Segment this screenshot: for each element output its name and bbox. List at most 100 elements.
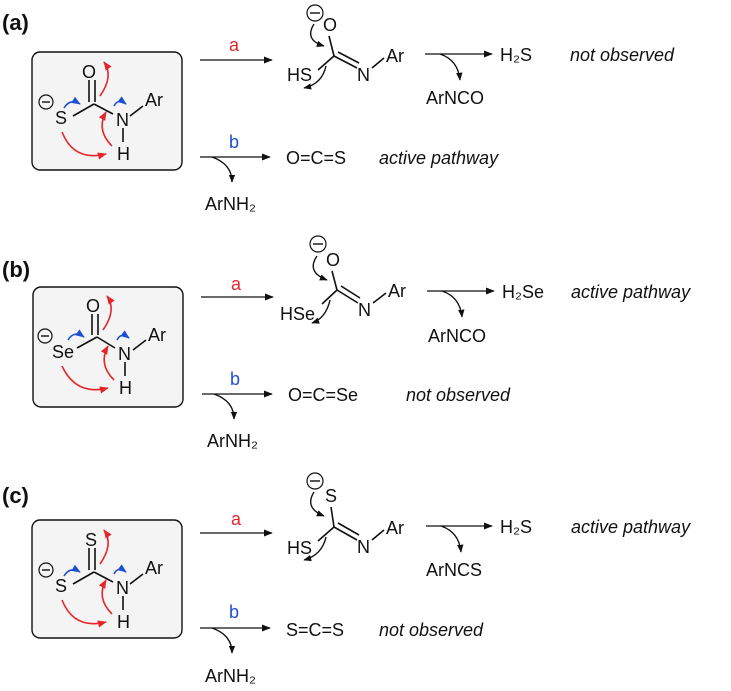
path-a-status: active pathway	[571, 282, 691, 302]
bond	[336, 289, 359, 304]
negative-charge-icon	[38, 94, 54, 110]
atom-h: H	[117, 612, 130, 632]
bond	[129, 573, 144, 585]
path-b-byproduct: ArNH₂	[207, 431, 258, 451]
electron-push-icon	[310, 23, 325, 47]
atom-left: HS	[287, 65, 312, 85]
electron-push-red-icon	[61, 599, 107, 628]
electron-push-blue-icon	[67, 329, 85, 341]
panel-label: (c)	[2, 483, 29, 508]
bond	[331, 270, 338, 291]
atom-ar: Ar	[148, 325, 166, 345]
electron-push-blue-icon	[63, 564, 81, 577]
bond	[76, 336, 98, 349]
reactant-box: O S N H Ar	[31, 51, 183, 171]
bond	[317, 526, 335, 542]
bond	[93, 571, 114, 583]
electron-push-blue-icon	[113, 564, 127, 575]
elimination-arrow-icon	[211, 156, 236, 183]
atom-n: N	[358, 300, 371, 320]
atom-x: Se	[52, 342, 74, 362]
intermediate-a: O HSe N Ar	[280, 235, 406, 324]
path-a-product: H₂S	[500, 45, 532, 65]
elimination-arrow-icon	[211, 627, 236, 654]
atom-top: O	[86, 296, 100, 316]
bond	[72, 103, 95, 117]
electron-push-red-icon	[100, 345, 115, 381]
atom-top: O	[326, 250, 340, 270]
bond	[371, 529, 385, 541]
electron-push-red-icon	[99, 529, 112, 565]
path-b-letter: b	[229, 602, 239, 622]
path-a-byproduct: ArNCS	[426, 560, 482, 580]
negative-charge-icon	[37, 328, 53, 344]
panel-label: (a)	[2, 10, 29, 35]
atom-h: H	[117, 144, 130, 164]
electron-push-red-icon	[98, 579, 113, 615]
path-b-product: S=C=S	[286, 620, 344, 640]
elimination-arrow-icon	[213, 393, 238, 420]
bond	[337, 522, 360, 536]
electron-push-icon	[303, 536, 327, 562]
reactant-box: O Se N H Ar	[32, 286, 184, 408]
atom-left: HSe	[280, 304, 315, 324]
bond	[317, 55, 335, 71]
atom-left: HS	[287, 538, 312, 558]
path-b-status: not observed	[406, 385, 511, 405]
atom-ar: Ar	[145, 90, 163, 110]
bond	[330, 506, 335, 528]
elimination-arrow-icon	[439, 53, 463, 81]
atom-top: O	[323, 15, 337, 35]
atom-n: N	[116, 578, 129, 598]
bond	[340, 285, 361, 299]
path-b-letter: b	[229, 132, 239, 152]
path-b-status: active pathway	[379, 148, 499, 168]
path-b-byproduct: ArNH₂	[205, 666, 256, 686]
bond	[333, 55, 358, 69]
bond	[72, 571, 95, 585]
path-a-letter: a	[229, 35, 240, 55]
path-b-status: not observed	[379, 620, 484, 640]
intermediate-a: O HS N Ar	[287, 4, 404, 90]
electron-push-red-icon	[102, 295, 115, 331]
bond	[371, 57, 385, 69]
bond	[129, 105, 144, 117]
bond	[328, 35, 335, 57]
panel-label: (b)	[2, 257, 30, 282]
electron-push-red-icon	[61, 131, 107, 160]
atom-top: S	[85, 530, 97, 550]
elimination-arrow-icon	[440, 525, 464, 553]
electron-push-red-icon	[61, 365, 109, 394]
bond	[372, 292, 387, 304]
negative-charge-icon	[38, 562, 54, 578]
panel-b: (b) O Se N H Ar a	[2, 235, 691, 451]
bond	[333, 526, 358, 541]
bond	[93, 103, 114, 115]
elimination-arrow-icon	[441, 290, 465, 318]
negative-charge-icon	[306, 472, 324, 490]
path-b-product: O=C=Se	[288, 385, 358, 405]
electron-push-icon	[310, 491, 325, 517]
electron-push-blue-icon	[113, 96, 127, 107]
atom-ar: Ar	[145, 558, 163, 578]
path-a-byproduct: ArNCO	[428, 326, 486, 346]
atom-n: N	[116, 110, 129, 130]
panel-a: (a) O S N H Ar	[2, 4, 675, 214]
atom-n: N	[357, 537, 370, 557]
atom-n: N	[118, 344, 131, 364]
bond	[337, 51, 360, 64]
reactant-box: S S N H Ar	[31, 519, 183, 639]
bond	[321, 289, 338, 305]
atom-n: N	[357, 65, 370, 85]
atom-x: S	[55, 108, 67, 128]
atom-ar: Ar	[386, 46, 404, 66]
atom-ar: Ar	[386, 518, 404, 538]
panel-c: (c) S S N H Ar a	[2, 472, 691, 686]
negative-charge-icon	[306, 4, 324, 22]
bond	[96, 336, 116, 349]
atom-x: S	[55, 576, 67, 596]
electron-push-icon	[303, 65, 327, 90]
atom-ar: Ar	[388, 281, 406, 301]
path-b-byproduct: ArNH₂	[205, 194, 256, 214]
electron-push-icon	[312, 255, 328, 281]
